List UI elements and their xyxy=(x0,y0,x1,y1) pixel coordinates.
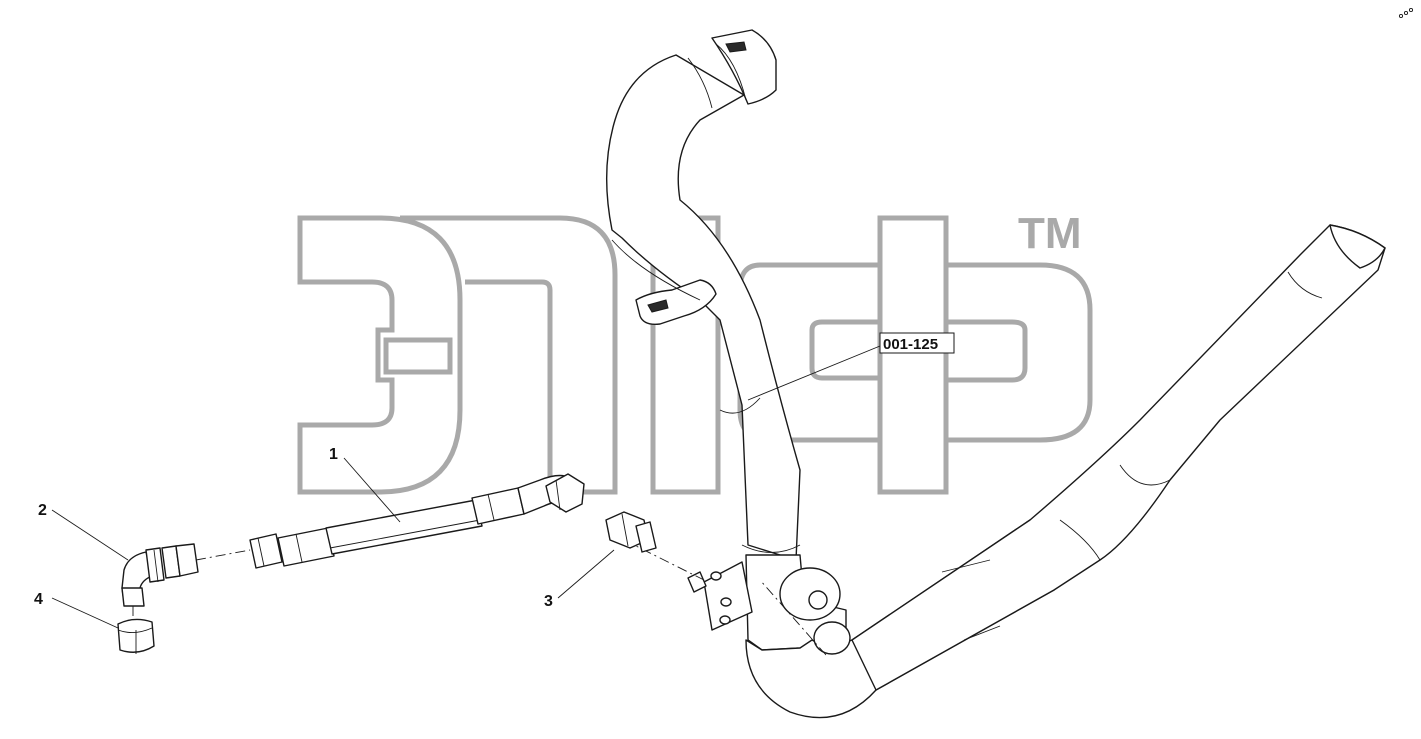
callout-3: 3 xyxy=(544,593,553,610)
reference-label: 001-125 xyxy=(883,336,938,353)
callouts: 1 2 3 4 001-125 xyxy=(34,332,955,629)
hose-assembly xyxy=(195,473,585,569)
trademark-symbol: TM xyxy=(1018,209,1082,258)
cap-nut xyxy=(117,618,155,654)
elbow-fitting xyxy=(121,543,199,618)
callout-2: 2 xyxy=(38,502,47,519)
callout-4: 4 xyxy=(34,591,43,608)
callout-1: 1 xyxy=(329,446,338,463)
adapter-fitting xyxy=(605,511,657,553)
coolant-pipe-assembly xyxy=(605,29,1386,719)
reference-label-box xyxy=(879,332,955,354)
corner-mark xyxy=(1398,7,1414,19)
